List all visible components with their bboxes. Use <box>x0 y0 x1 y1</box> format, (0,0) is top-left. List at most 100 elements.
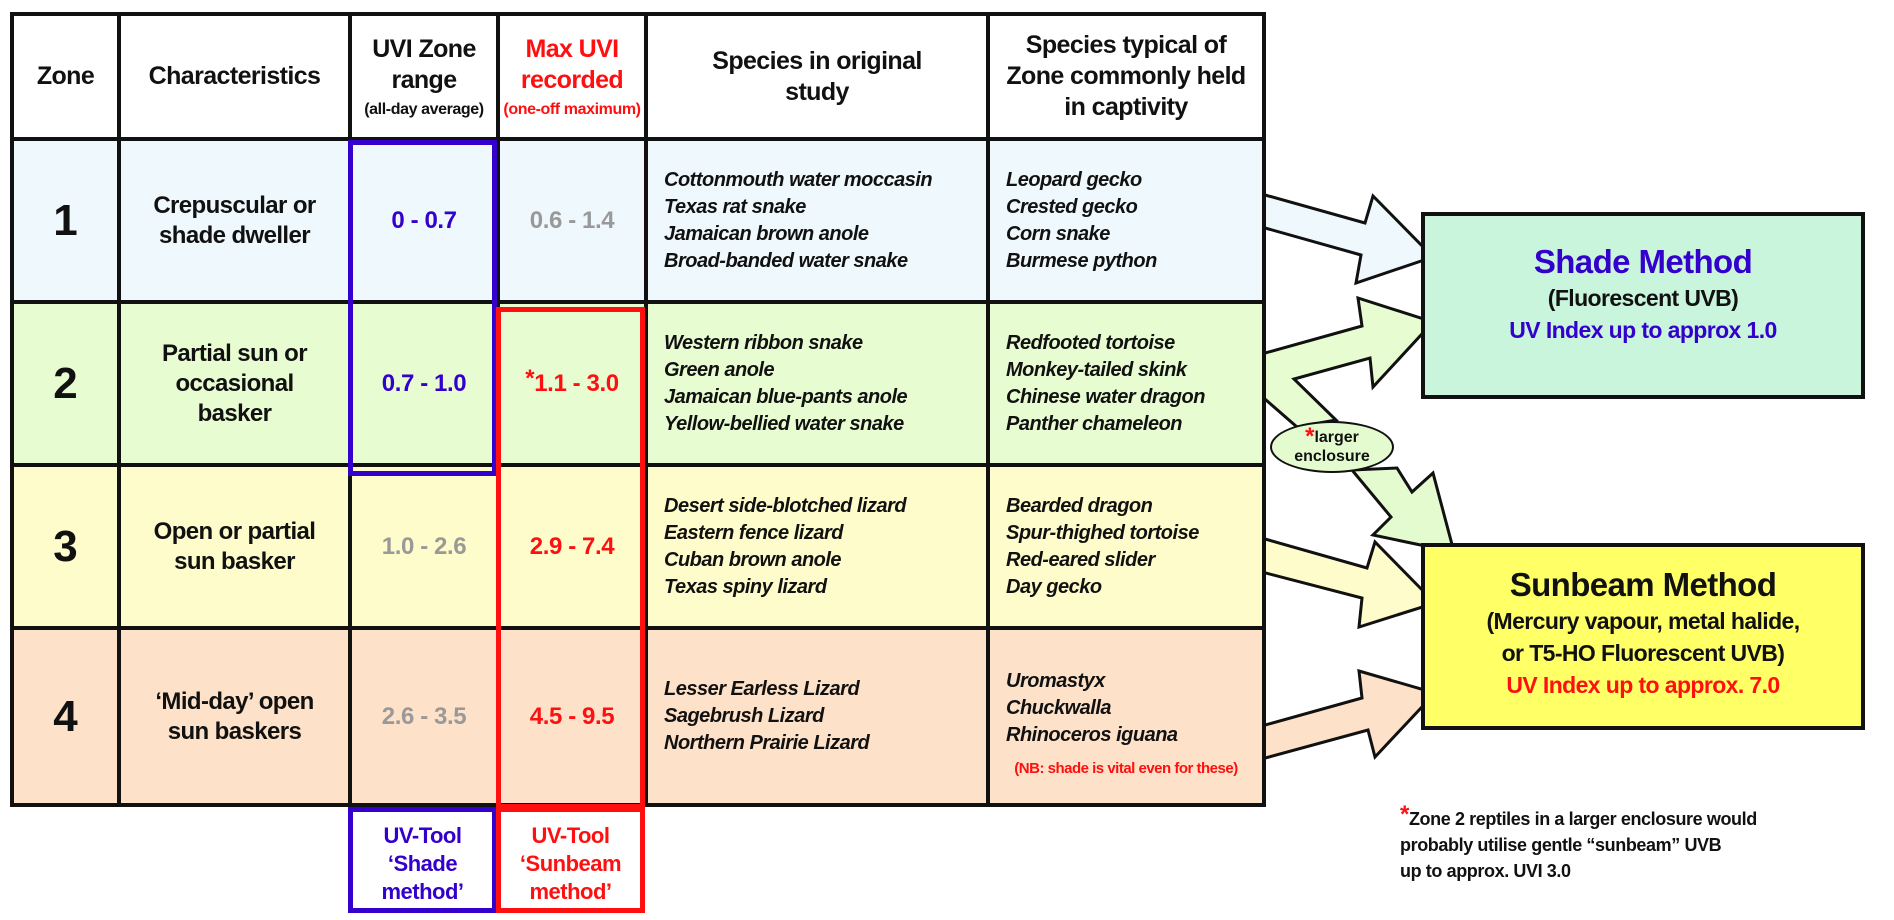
sunbeam-method-line: or T5-HO Fluorescent UVB) <box>1501 640 1785 666</box>
list-item: Bearded dragon <box>1006 494 1153 517</box>
tool-line: ‘Sunbeam <box>519 851 622 876</box>
arrow-zone4-to-sunbeam <box>1256 668 1438 762</box>
arrow-zone3-to-sunbeam <box>1256 535 1438 630</box>
max-uvi: 4.5 - 9.5 <box>496 626 648 807</box>
list-item: Jamaican blue-pants anole <box>664 385 908 408</box>
list-item: Cottonmouth water moccasin <box>664 168 933 191</box>
zone-number: 3 <box>10 463 121 630</box>
zone-number: 2 <box>10 300 121 467</box>
zone-characteristics: Partial sun or occasional basker <box>117 300 352 467</box>
tool-line: method’ <box>381 879 464 904</box>
list-item: Uromastyx <box>1006 670 1105 692</box>
header-uvi-range-title: UVI Zone range <box>372 34 476 94</box>
list-item: Yellow-bellied water snake <box>664 412 904 435</box>
shade-method-uvi: UV Index up to approx 1.0 <box>1509 317 1777 343</box>
asterisk-marker: * <box>1305 423 1315 450</box>
list-item: Burmese python <box>1006 249 1157 272</box>
zone-number: 4 <box>10 626 121 807</box>
sunbeam-method-uvi: UV Index up to approx. 7.0 <box>1506 672 1780 698</box>
uvi-range: 0.7 - 1.0 <box>348 300 500 467</box>
arrow-bubble-to-sunbeam <box>1348 466 1457 554</box>
table-row: 3 Open or partial sun basker 1.0 - 2.6 2… <box>10 463 1266 630</box>
list-item: Crested gecko <box>1006 195 1138 218</box>
sunbeam-method-line: (Mercury vapour, metal halide, <box>1486 608 1800 634</box>
list-item: Western ribbon snake <box>664 331 863 354</box>
zone-characteristics: Open or partial sun basker <box>117 463 352 630</box>
uvi-zone-table: Zone Characteristics UVI Zone range (all-… <box>10 12 1266 807</box>
list-item: Chinese water dragon <box>1006 385 1205 408</box>
list-item: Redfooted tortoise <box>1006 331 1175 354</box>
bubble-line: larger <box>1314 429 1359 446</box>
uv-tool-shade-label: UV-Tool ‘Shade method’ <box>348 807 497 913</box>
larger-enclosure-bubble: *larger enclosure <box>1270 421 1394 473</box>
footnote: *Zone 2 reptiles in a larger enclosure w… <box>1400 803 1757 884</box>
list-item: Rhinoceros iguana <box>1006 724 1178 746</box>
header-characteristics: Characteristics <box>117 12 352 141</box>
uv-tool-sunbeam-label: UV-Tool ‘Sunbeam method’ <box>496 807 645 913</box>
list-item: Cuban brown anole <box>664 548 842 571</box>
asterisk-marker: * <box>1400 801 1409 828</box>
footnote-line: Zone 2 reptiles in a larger enclosure wo… <box>1408 809 1757 829</box>
arrow-zone2-to-shade <box>1256 295 1436 429</box>
uvi-range: 2.6 - 3.5 <box>348 626 500 807</box>
shade-method-line: (Fluorescent UVB) <box>1547 285 1739 311</box>
tool-line: UV-Tool <box>531 823 610 848</box>
list-item: Northern Prairie Lizard <box>664 732 870 754</box>
list-item: Sagebrush Lizard <box>664 705 824 727</box>
zone-characteristics: Crepuscular or shade dweller <box>117 137 352 304</box>
header-max-uvi-title: Max UVI recorded <box>520 34 624 94</box>
list-item: Broad-banded water snake <box>664 249 908 272</box>
header-zone: Zone <box>10 12 121 141</box>
tool-line: ‘Shade <box>387 851 458 876</box>
list-item: Day gecko <box>1006 575 1102 598</box>
shade-note: (NB: shade is vital even for these) <box>1014 760 1238 777</box>
max-uvi: 0.6 - 1.4 <box>496 137 648 304</box>
list-item: Monkey-tailed skink <box>1006 358 1187 381</box>
table-row: 2 Partial sun or occasional basker 0.7 -… <box>10 300 1266 467</box>
header-row: Zone Characteristics UVI Zone range (all-… <box>10 12 1266 141</box>
header-species-captive: Species typical of Zone commonly held in… <box>986 12 1266 141</box>
uvi-range: 1.0 - 2.6 <box>348 463 500 630</box>
bubble-line: enclosure <box>1294 448 1370 465</box>
list-item: Red-eared slider <box>1006 548 1155 571</box>
shade-method-title: Shade Method <box>1533 243 1753 280</box>
sunbeam-method-box: Sunbeam Method (Mercury vapour, metal ha… <box>1421 543 1865 730</box>
header-uvi-range: UVI Zone range (all-day average) <box>348 12 500 141</box>
header-max-uvi: Max UVI recorded (one-off maximum) <box>496 12 648 141</box>
list-item: Texas spiny lizard <box>664 575 827 598</box>
max-uvi-value: 1.1 - 3.0 <box>534 369 619 397</box>
header-uvi-range-sub: (all-day average) <box>364 100 484 118</box>
list-item: Desert side-blotched lizard <box>664 494 907 517</box>
list-item: Spur-thighed tortoise <box>1006 521 1199 544</box>
list-item: Lesser Earless Lizard <box>664 678 860 700</box>
table-row: 1 Crepuscular or shade dweller 0 - 0.7 0… <box>10 137 1266 304</box>
zone-characteristics: ‘Mid-day’ open sun baskers <box>117 626 352 807</box>
list-item: Corn snake <box>1006 222 1110 245</box>
list-item: Texas rat snake <box>664 195 806 218</box>
max-uvi: *1.1 - 3.0 <box>496 300 648 467</box>
header-max-uvi-sub: (one-off maximum) <box>503 100 641 118</box>
arrow-zone1-to-shade <box>1256 191 1436 286</box>
footnote-line: probably utilise gentle “sunbeam” UVB <box>1400 835 1722 855</box>
zone-number: 1 <box>10 137 121 304</box>
list-item: Chuckwalla <box>1006 697 1112 719</box>
footnote-line: up to approx. UVI 3.0 <box>1400 861 1571 881</box>
list-item: Leopard gecko <box>1006 168 1142 191</box>
list-item: Green anole <box>664 358 775 381</box>
header-species-study: Species in original study <box>644 12 990 141</box>
shade-method-box: Shade Method (Fluorescent UVB) UV Index … <box>1421 212 1865 399</box>
sunbeam-method-title: Sunbeam Method <box>1509 566 1777 603</box>
uvi-range: 0 - 0.7 <box>348 137 500 304</box>
list-item: Panther chameleon <box>1006 412 1183 435</box>
asterisk-marker: * <box>525 364 535 392</box>
list-item: Eastern fence lizard <box>664 521 843 544</box>
